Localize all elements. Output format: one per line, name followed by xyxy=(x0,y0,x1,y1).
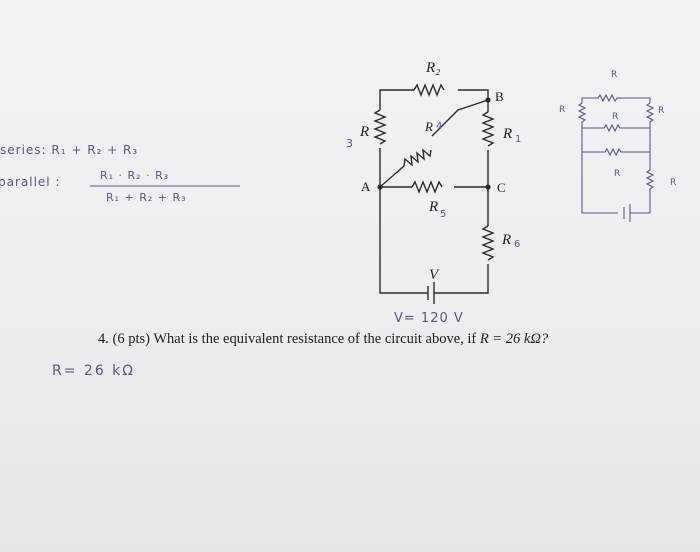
question-number: 4. xyxy=(98,331,109,347)
handwritten-voltage: V= 120 V xyxy=(394,311,464,326)
label-node-a: A xyxy=(361,179,371,194)
handwritten-series: series: R₁ + R₂ + R₃ xyxy=(0,143,138,157)
resistor-r6 xyxy=(481,225,495,261)
handwritten-parallel-denominator: R₁ + R₂ + R₃ xyxy=(106,191,187,204)
label-r5-subscript: 5 xyxy=(440,209,446,220)
handwritten-r4-subscript: 4 xyxy=(436,121,442,132)
handwritten-r6-subscript: 6 xyxy=(514,239,520,250)
label-node-b: B xyxy=(495,89,504,104)
handwritten-3: 3 xyxy=(346,137,353,150)
label-node-c: C xyxy=(497,180,506,195)
handwritten-parallel-numerator: R₁ · R₂ · R₃ xyxy=(100,169,169,182)
sketch-top-wire xyxy=(581,93,651,103)
sketch-label-right-bottom: R xyxy=(670,178,676,188)
battery xyxy=(427,282,437,304)
node-b-dot xyxy=(485,97,491,103)
label-r5: R xyxy=(428,199,438,215)
sketch-label-left: R xyxy=(559,105,565,115)
resistor-r2 xyxy=(413,83,445,97)
label-r2: R₂ xyxy=(425,60,440,76)
question-text: 4. (6 pts) What is the equivalent resist… xyxy=(98,331,698,348)
resistor-r5 xyxy=(411,180,443,194)
question-body: What is the equivalent resistance of the… xyxy=(153,331,477,347)
question-condition: R = 26 kΩ? xyxy=(479,331,549,347)
handwritten-r1-subscript: 1 xyxy=(515,134,521,145)
sketch-label-top: R xyxy=(611,70,617,80)
node-a-dot xyxy=(377,184,383,190)
sketch-label-inner-mid: R xyxy=(614,169,620,179)
handwritten-r-value: R= 26 kΩ xyxy=(52,363,135,379)
sketch-inner-mid xyxy=(582,147,650,157)
wire-left-lower xyxy=(379,187,428,294)
label-r1: R xyxy=(502,126,512,142)
wire-diag-lower xyxy=(379,165,405,188)
sketch-left-resistor xyxy=(577,102,587,152)
label-r-left: R xyxy=(359,124,369,140)
question-points: (6 pts) xyxy=(112,331,150,347)
resistor-r-left xyxy=(373,109,387,145)
sketch-label-inner-top: R xyxy=(612,112,618,122)
wire-right-bottom xyxy=(437,264,489,294)
circuit-diagram xyxy=(373,83,495,304)
label-r6: R xyxy=(501,232,511,248)
label-r4: R xyxy=(424,119,433,134)
handwritten-parallel: parallel : xyxy=(0,175,61,189)
resistor-r4 xyxy=(403,148,432,167)
sketch-inner-box xyxy=(582,123,650,133)
wire-top-right xyxy=(458,89,489,112)
sketch-label-right-top: R xyxy=(658,106,664,116)
resistor-r1 xyxy=(481,111,495,147)
sketch-right-resistor xyxy=(645,102,655,213)
sketch-left-lower xyxy=(581,152,650,222)
handwritten-circuit-sketch xyxy=(577,93,655,222)
label-v: V xyxy=(429,267,440,283)
node-c-dot xyxy=(485,184,491,190)
wire-diag-upper xyxy=(431,99,489,137)
wire-top xyxy=(379,89,414,100)
